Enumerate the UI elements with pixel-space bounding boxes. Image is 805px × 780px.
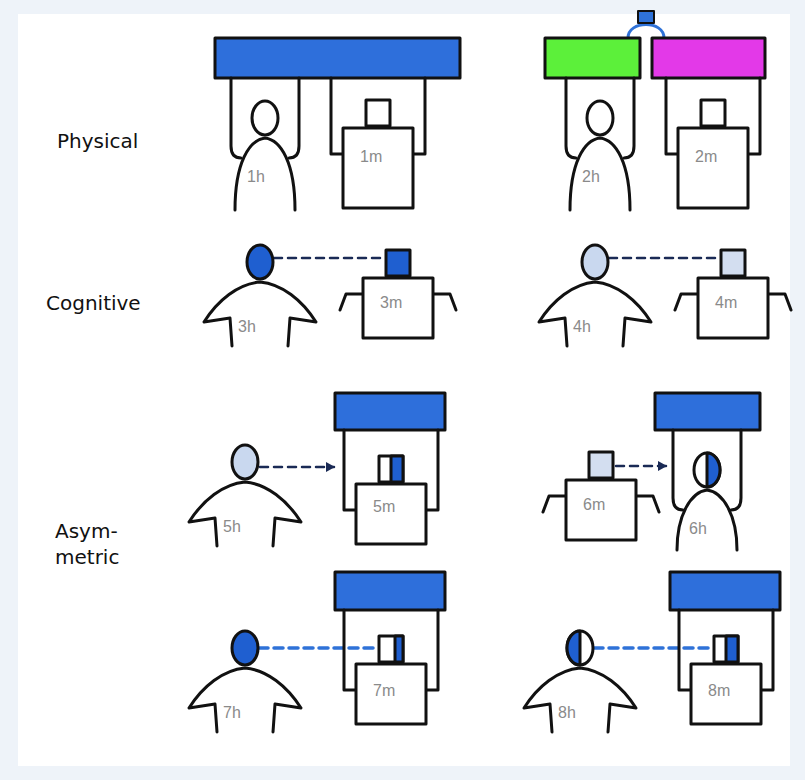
callout-number: 1h — [247, 168, 265, 186]
row-label: Cognitive — [46, 290, 141, 316]
instruction-arrow — [616, 465, 666, 468]
human-figure-part — [582, 245, 608, 279]
machine-figure-part — [391, 456, 403, 482]
cognitive-link — [609, 257, 721, 260]
machine-figure-part — [691, 664, 761, 724]
shared-model-link — [594, 646, 714, 650]
human-figure-part — [694, 453, 720, 487]
human-figure-part — [673, 430, 741, 510]
machine-figure-part — [356, 664, 426, 724]
machine-figure-part — [343, 128, 413, 208]
callout-number: 3m — [380, 294, 402, 312]
machine-figure-part — [589, 452, 613, 478]
machine-figure — [543, 452, 659, 540]
human-figure-part — [231, 78, 299, 158]
human-figure-part — [232, 445, 258, 479]
human-figure-part — [189, 482, 301, 546]
human-figure-part — [707, 453, 720, 487]
shared-model-link — [259, 646, 379, 650]
callout-number: 7m — [373, 682, 395, 700]
human-figure — [524, 631, 636, 732]
callout-number: 6m — [583, 496, 605, 514]
human-figure-part — [566, 78, 634, 158]
task-bar — [670, 572, 780, 610]
callout-number: 1m — [360, 148, 382, 166]
machine-figure-part — [726, 636, 738, 662]
human-figure-part — [247, 245, 273, 279]
machine-figure — [340, 250, 456, 338]
human-task-bar — [545, 38, 640, 78]
machine-figure — [331, 78, 425, 208]
machine-figure-part — [366, 100, 390, 126]
machine-figure-part — [698, 278, 768, 338]
human-figure-part — [189, 668, 301, 732]
row-label: Physical — [57, 128, 138, 154]
task-bar — [655, 393, 760, 430]
sketch — [189, 11, 791, 732]
human-figure-part — [235, 138, 295, 210]
human-figure-part — [570, 138, 630, 210]
machine-figure-part — [395, 636, 403, 662]
machine-figure — [344, 430, 438, 544]
machine-figure-part — [356, 484, 426, 544]
human-figure — [566, 78, 634, 210]
machine-figure — [344, 610, 438, 724]
human-figure-part — [677, 490, 737, 550]
callout-number: 2h — [582, 168, 600, 186]
callout-number: 5h — [223, 518, 241, 536]
machine-figure-part — [386, 250, 410, 276]
row-label: Asym- metric — [55, 518, 139, 570]
human-figure-part — [587, 101, 613, 135]
callout-number: 3h — [238, 318, 256, 336]
human-figure — [189, 631, 301, 732]
cognitive-link — [274, 257, 386, 260]
task-bar — [335, 393, 445, 430]
callout-number: 6h — [689, 520, 707, 538]
machine-figure-part — [678, 128, 748, 208]
human-figure-part — [252, 101, 278, 135]
instruction-arrow — [260, 466, 334, 469]
human-figure-part — [567, 631, 580, 665]
machine-figure-part — [379, 636, 403, 662]
human-figure-part — [539, 282, 651, 346]
human-figure-part — [567, 631, 593, 665]
machine-figure — [666, 78, 760, 208]
callout-number: 5m — [373, 498, 395, 516]
human-figure-part — [524, 668, 636, 732]
callout-number: 4h — [573, 318, 591, 336]
machine-figure-part — [379, 456, 403, 482]
callout-number: 8m — [708, 682, 730, 700]
bar-link-node — [638, 11, 654, 23]
shared-task-bar — [215, 38, 460, 78]
machine-figure — [679, 610, 773, 724]
machine-figure-part — [363, 278, 433, 338]
human-figure — [539, 245, 651, 346]
machine-figure — [675, 250, 791, 338]
callout-number: 8h — [558, 704, 576, 722]
human-figure-part — [232, 631, 258, 665]
machine-task-bar — [652, 38, 765, 78]
callout-number: 4m — [715, 294, 737, 312]
machine-figure-part — [701, 100, 725, 126]
callout-number: 7h — [223, 704, 241, 722]
callout-number: 2m — [695, 148, 717, 166]
human-figure — [673, 430, 741, 550]
canvas — [18, 14, 790, 766]
human-figure-part — [204, 282, 316, 346]
human-figure — [231, 78, 299, 210]
machine-figure-part — [721, 250, 745, 276]
human-figure — [204, 245, 316, 346]
bar-link — [628, 25, 664, 39]
task-bar — [335, 572, 445, 610]
human-figure — [189, 445, 301, 546]
machine-figure-part — [566, 480, 636, 540]
machine-figure-part — [714, 636, 738, 662]
